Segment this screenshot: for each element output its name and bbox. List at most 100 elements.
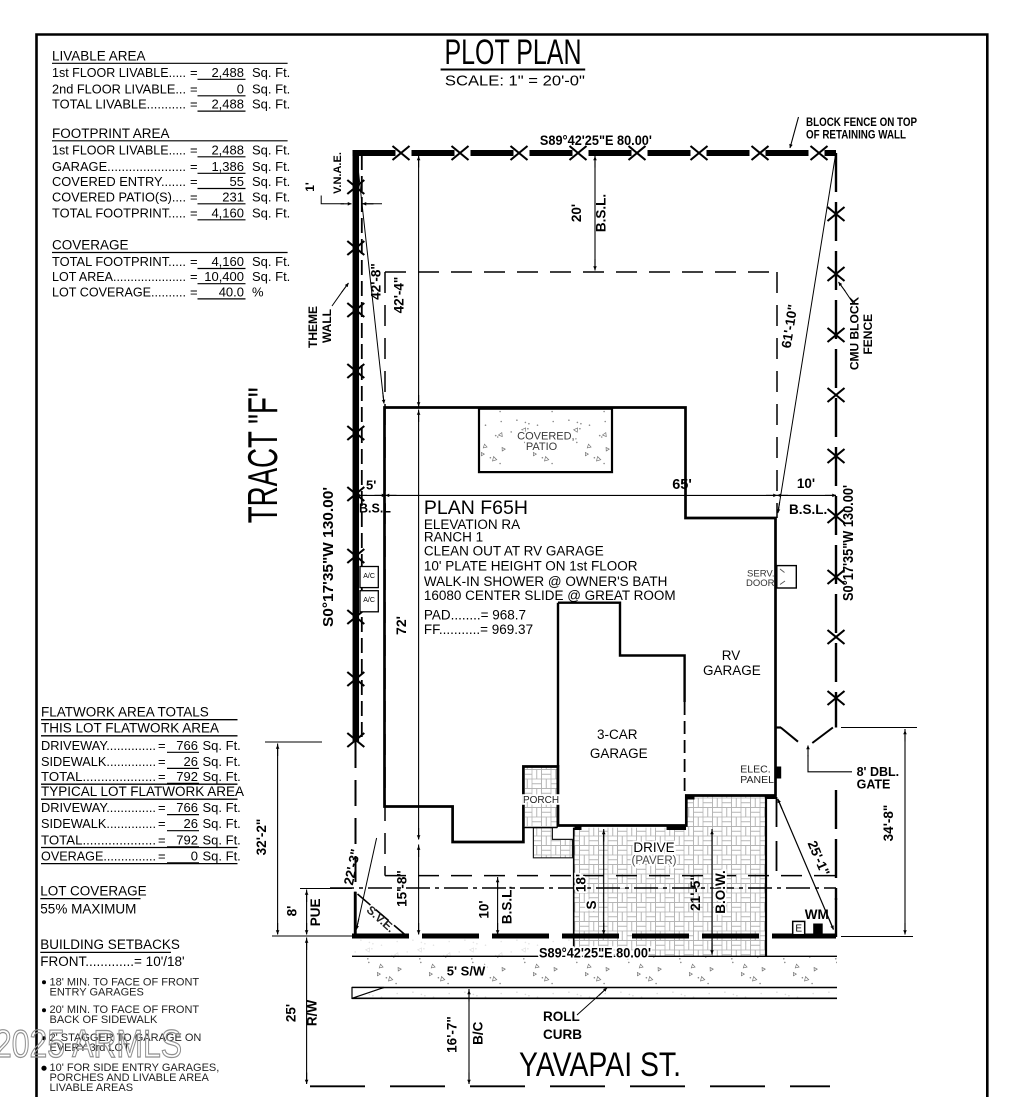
svg-text:(PAVER): (PAVER) <box>632 855 677 867</box>
svg-text:DRIVEWAY..............: DRIVEWAY.............. <box>41 738 156 753</box>
svg-text:32'-2": 32'-2" <box>254 819 269 856</box>
svg-text:OVERAGE...............: OVERAGE............... <box>41 848 156 863</box>
svg-text:=: = <box>190 97 198 112</box>
svg-text:DRIVE: DRIVE <box>633 840 674 855</box>
svg-text:8': 8' <box>285 906 300 917</box>
svg-text:18' MIN. TO FACE OF FRONT: 18' MIN. TO FACE OF FRONT <box>50 976 200 988</box>
svg-text:CURB: CURB <box>543 1027 582 1042</box>
svg-text:SCALE: 1" = 20'-0": SCALE: 1" = 20'-0" <box>445 74 585 90</box>
svg-text:792: 792 <box>176 769 198 784</box>
svg-text:15'-8": 15'-8" <box>395 870 410 907</box>
svg-text:4,160: 4,160 <box>211 205 244 220</box>
svg-text:2,488: 2,488 <box>211 65 244 80</box>
svg-text:1': 1' <box>303 182 317 192</box>
svg-text:TOTAL....................: TOTAL.................... <box>41 832 156 847</box>
svg-text:TOTAL FOOTPRINT.....: TOTAL FOOTPRINT..... <box>52 205 186 220</box>
svg-text:B.S.L: B.S.L <box>359 502 391 516</box>
svg-text:S0°17'35"W 130.00': S0°17'35"W 130.00' <box>321 487 337 627</box>
svg-text:A/C: A/C <box>363 597 375 604</box>
svg-text:BUILDING SETBACKS: BUILDING SETBACKS <box>40 937 180 952</box>
svg-text:8' DBL.: 8' DBL. <box>857 765 900 779</box>
svg-text:Sq. Ft.: Sq. Ft. <box>203 848 241 863</box>
svg-text:COVERED,: COVERED, <box>517 431 574 443</box>
svg-text:34'-8": 34'-8" <box>881 805 896 842</box>
svg-text:ELEVATION RA: ELEVATION RA <box>424 517 520 532</box>
svg-text:=: = <box>158 832 166 847</box>
svg-text:2,488: 2,488 <box>211 142 244 157</box>
svg-text:Sq. Ft.: Sq. Ft. <box>252 81 290 96</box>
svg-text:61'-10": 61'-10" <box>779 303 801 349</box>
svg-text:25': 25' <box>284 1004 299 1022</box>
svg-text:Sq. Ft.: Sq. Ft. <box>252 97 290 112</box>
svg-text:Sq. Ft.: Sq. Ft. <box>252 189 290 204</box>
svg-text:OF RETAINING WALL: OF RETAINING WALL <box>806 128 906 142</box>
svg-text:S0°17'35"W 130.00': S0°17'35"W 130.00' <box>841 485 857 601</box>
svg-text:18': 18' <box>574 874 589 892</box>
svg-text:THEME: THEME <box>306 306 320 348</box>
svg-text:=: = <box>190 159 198 174</box>
svg-text:4,160: 4,160 <box>211 254 244 269</box>
svg-text:Sq. Ft.: Sq. Ft. <box>203 832 241 847</box>
svg-text:RV: RV <box>722 648 741 663</box>
svg-text:SIDEWALK..............: SIDEWALK.............. <box>41 754 156 769</box>
svg-text:EVERY 3rd LOT: EVERY 3rd LOT <box>50 1042 131 1054</box>
svg-text:PORCH: PORCH <box>523 795 559 806</box>
svg-text:Sq. Ft.: Sq. Ft. <box>252 205 290 220</box>
svg-text:FENCE: FENCE <box>861 314 875 355</box>
svg-text:=: = <box>158 816 166 831</box>
svg-text:Sq. Ft.: Sq. Ft. <box>252 142 290 157</box>
svg-text:B.O.W.: B.O.W. <box>713 870 728 914</box>
svg-text:LIVABLE AREAS: LIVABLE AREAS <box>50 1082 134 1094</box>
svg-text:BLOCK FENCE ON TOP: BLOCK FENCE ON TOP <box>806 115 917 129</box>
svg-text:0: 0 <box>191 848 198 863</box>
svg-text:2025 ARMLS: 2025 ARMLS <box>0 1023 182 1066</box>
svg-text:PLAN F65H: PLAN F65H <box>424 497 528 519</box>
svg-text:Sq. Ft.: Sq. Ft. <box>203 769 241 784</box>
svg-text:GARAGE: GARAGE <box>590 746 648 761</box>
svg-text:B.S.L.: B.S.L. <box>594 194 609 232</box>
svg-text:ENTRY GARAGES: ENTRY GARAGES <box>50 986 144 998</box>
svg-text:LOT COVERAGE: LOT COVERAGE <box>40 883 146 898</box>
svg-text:LIVABLE AREA: LIVABLE AREA <box>52 48 146 63</box>
svg-text:PLOT PLAN: PLOT PLAN <box>445 32 582 72</box>
svg-text:Sq. Ft.: Sq. Ft. <box>203 754 241 769</box>
svg-text:Sq. Ft.: Sq. Ft. <box>252 174 290 189</box>
svg-text:PANEL: PANEL <box>740 774 774 786</box>
svg-text:=: = <box>190 142 198 157</box>
svg-text:CMU BLOCK: CMU BLOCK <box>847 297 861 371</box>
svg-text:=: = <box>158 738 166 753</box>
svg-text:=: = <box>190 81 198 96</box>
svg-text:2nd FLOOR LIVABLE...: 2nd FLOOR LIVABLE... <box>52 81 186 96</box>
svg-text:42'-8": 42'-8" <box>368 263 383 300</box>
svg-text:E: E <box>795 924 802 935</box>
svg-text:10' PLATE HEIGHT ON 1st FLOOR: 10' PLATE HEIGHT ON 1st FLOOR <box>424 559 638 574</box>
svg-text:CLEAN OUT AT RV GARAGE: CLEAN OUT AT RV GARAGE <box>424 543 604 558</box>
svg-text:Sq. Ft.: Sq. Ft. <box>252 65 290 80</box>
svg-text:V.N.A.E.: V.N.A.E. <box>332 152 344 194</box>
svg-text:LOT AREA.....................: LOT AREA..................... <box>52 269 186 284</box>
svg-text:22'-3": 22'-3" <box>341 848 363 887</box>
svg-text:2' STAGGER TO GARAGE ON: 2' STAGGER TO GARAGE ON <box>50 1032 202 1044</box>
svg-text:ELEC.: ELEC. <box>740 764 770 776</box>
svg-text:2,488: 2,488 <box>211 97 244 112</box>
svg-text:PATIO: PATIO <box>526 441 558 453</box>
svg-text:ROLL: ROLL <box>543 1009 580 1024</box>
svg-text:1,386: 1,386 <box>211 159 244 174</box>
svg-text:WM: WM <box>805 907 829 922</box>
svg-text:72': 72' <box>393 616 409 635</box>
svg-text:WALL: WALL <box>320 309 334 343</box>
svg-text:TYPICAL LOT FLATWORK AREA: TYPICAL LOT FLATWORK AREA <box>41 784 244 799</box>
svg-text:S89°42'25"E 80.00': S89°42'25"E 80.00' <box>540 132 652 148</box>
svg-text:SERV.: SERV. <box>747 569 774 580</box>
svg-text:DOOR: DOOR <box>746 578 775 589</box>
svg-text:Sq. Ft.: Sq. Ft. <box>203 738 241 753</box>
svg-text:10' FOR SIDE ENTRY GARAGES,: 10' FOR SIDE ENTRY GARAGES, <box>50 1062 220 1074</box>
svg-text:40.0: 40.0 <box>219 284 244 299</box>
svg-text:FOOTPRINT AREA: FOOTPRINT AREA <box>52 126 170 141</box>
svg-text:=: = <box>158 754 166 769</box>
svg-text:FF...........= 969.37: FF...........= 969.37 <box>424 622 533 637</box>
svg-text:65': 65' <box>672 477 692 493</box>
svg-text:%: % <box>252 284 264 299</box>
svg-text:S: S <box>584 900 599 909</box>
svg-text:=: = <box>190 284 198 299</box>
